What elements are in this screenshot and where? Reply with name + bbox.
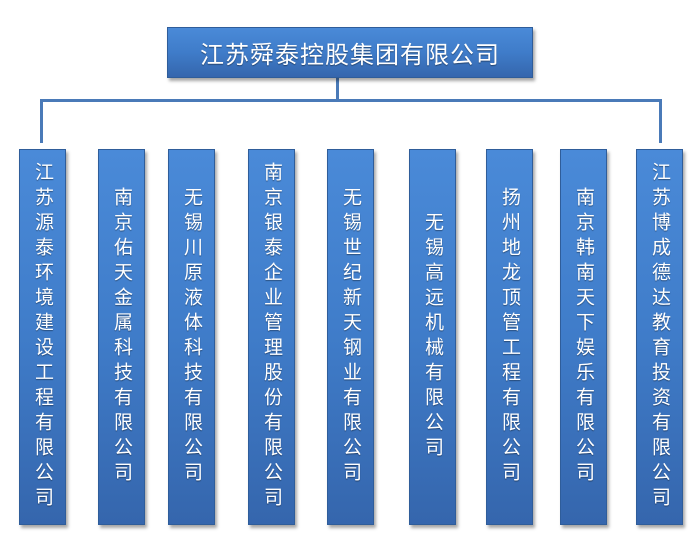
child-label: 江苏博成德达教育投资有限公司 [649,162,671,512]
right-drop-connector [659,99,662,143]
child-node: 扬州地龙顶管工程有限公司 [486,149,533,525]
root-connector [336,77,339,101]
left-drop-connector [40,99,43,143]
child-label: 南京佑天金属科技有限公司 [111,187,133,487]
child-label: 江苏源泰环境建设工程有限公司 [32,162,54,512]
root-label: 江苏舜泰控股集团有限公司 [200,41,500,69]
child-label: 无锡川原液体科技有限公司 [181,187,203,487]
child-node: 江苏博成德达教育投资有限公司 [636,149,683,525]
child-node: 无锡世纪新天钢业有限公司 [327,149,374,525]
child-label: 南京银泰企业管理股份有限公司 [261,162,283,512]
child-label: 无锡高远机械有限公司 [422,212,444,462]
child-label: 扬州地龙顶管工程有限公司 [499,187,521,487]
child-label: 南京韩南天下娱乐有限公司 [573,187,595,487]
child-node: 南京佑天金属科技有限公司 [98,149,145,525]
root-node: 江苏舜泰控股集团有限公司 [167,27,533,78]
child-node: 无锡高远机械有限公司 [409,149,456,525]
child-node: 江苏源泰环境建设工程有限公司 [19,149,66,525]
horizontal-connector [40,99,662,102]
child-node: 无锡川原液体科技有限公司 [168,149,215,525]
child-node: 南京银泰企业管理股份有限公司 [248,149,295,525]
child-node: 南京韩南天下娱乐有限公司 [560,149,607,525]
child-label: 无锡世纪新天钢业有限公司 [340,187,362,487]
